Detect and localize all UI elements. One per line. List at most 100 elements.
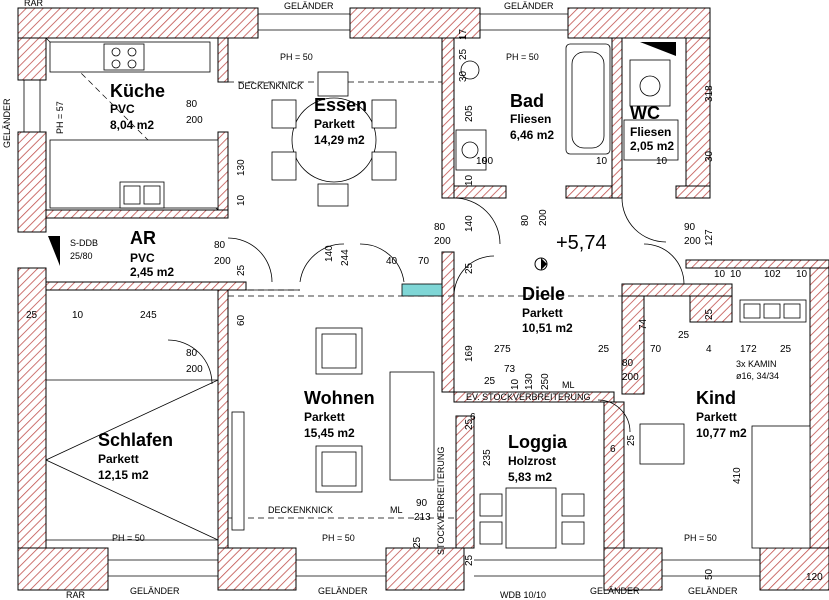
dim-200-b: 200: [538, 209, 549, 226]
label-deckenknick-top: DECKENKNICK: [238, 81, 303, 91]
room-name-bad: Bad: [510, 91, 544, 111]
schlafen-slope: [45, 379, 219, 541]
dim-50: 50: [704, 568, 715, 580]
dim-25-f: 25: [678, 330, 690, 341]
room-area-kueche: 8,04 m2: [110, 118, 154, 132]
dim-kueche-200: 200: [186, 115, 203, 126]
dim-diele-200: 200: [434, 236, 451, 247]
dim-130-b: 130: [524, 373, 535, 390]
dim-25-l: 25: [464, 554, 475, 566]
wall-kind-jog: [689, 295, 733, 323]
dim-244: 244: [340, 249, 351, 266]
dim-200-c: 200: [622, 372, 639, 383]
wall-bad-left: [441, 37, 455, 199]
bath-fixtures: [455, 59, 679, 171]
dim-70: 70: [418, 256, 430, 267]
wall-left-mid: [17, 131, 47, 233]
living-furniture: [231, 327, 435, 531]
dim-10-f: 10: [596, 156, 608, 167]
wall-wc-bottom: [675, 185, 711, 199]
label-rar-top: RAR: [24, 0, 44, 8]
label-deckenknick-bottom: DECKENKNICK: [268, 505, 333, 515]
dim-4: 4: [706, 344, 712, 355]
dim-ar-200: 200: [214, 256, 231, 267]
dim-25-a: 25: [236, 264, 247, 276]
dim-schlafen-80: 80: [186, 348, 198, 359]
dim-25-m: 25: [458, 48, 469, 60]
room-material-diele: Parkett: [522, 306, 563, 320]
kind-furniture: [639, 423, 811, 549]
label-gelaender-bottom-4: GELÄNDER: [688, 586, 738, 596]
label-gelaender-top-2: GELÄNDER: [504, 1, 554, 11]
dim-10-j: 10: [796, 269, 808, 280]
dim-40: 40: [386, 256, 398, 267]
room-name-wc: WC: [630, 103, 660, 123]
label-gelaender-bottom-1: GELÄNDER: [130, 586, 180, 596]
dim-318: 318: [704, 85, 715, 102]
dim-10-a: 10: [236, 194, 247, 206]
wall-ar-top: [45, 209, 229, 219]
room-name-ar: AR: [130, 228, 156, 248]
wall-right-upper: [685, 37, 711, 191]
room-name-diele: Diele: [522, 284, 565, 304]
label-ph50-kind: PH = 50: [684, 533, 717, 543]
window-lines: [23, 13, 760, 577]
room-name-wohnen: Wohnen: [304, 388, 375, 408]
room-area-bad: 6,46 m2: [510, 128, 554, 142]
dim-205: 205: [464, 105, 475, 122]
kitchen-furniture: [49, 41, 219, 209]
dim-25-h: 25: [704, 308, 715, 320]
wall-bottom-4: [603, 547, 663, 591]
dim-25-j: 25: [464, 418, 475, 430]
dim-ar-80: 80: [214, 240, 226, 251]
wall-top-left: [17, 7, 259, 39]
label-kamin-dim: ø16, 34/34: [736, 371, 779, 381]
label-ev-stock: EV. STOCKVERBREITERUNG: [466, 392, 591, 402]
wall-loggia-left: [455, 415, 475, 549]
wall-right-lower: [809, 267, 829, 549]
wall-bottom-3: [385, 547, 465, 591]
room-area-diele: 10,51 m2: [522, 321, 573, 335]
wall-kind-top: [621, 283, 733, 297]
loggia-furniture: [479, 487, 585, 549]
dim-kueche-80: 80: [186, 99, 198, 110]
dim-80-c: 80: [622, 358, 634, 369]
dim-140: 140: [324, 245, 335, 262]
dim-90-b: 90: [482, 156, 494, 167]
label-wdb: WDB 10/10: [500, 590, 546, 600]
wall-top-right: [567, 7, 711, 39]
level-marker: [534, 257, 548, 271]
label-gelaender-bottom-3: GELÄNDER: [590, 586, 640, 596]
dim-410: 410: [732, 467, 743, 484]
bathtub: [565, 43, 611, 155]
dim-25-g: 25: [780, 344, 792, 355]
walls: [17, 7, 829, 591]
room-area-wohnen: 15,45 m2: [304, 426, 355, 440]
dim-275: 275: [494, 344, 511, 355]
room-area-ar: 2,45 m2: [130, 265, 174, 279]
dim-diele-80: 80: [434, 222, 446, 233]
label-ph50-essen: PH = 50: [280, 52, 313, 62]
dim-120: 120: [806, 572, 823, 583]
room-material-kueche: PVC: [110, 102, 135, 116]
wall-loggia-top: [453, 391, 615, 403]
dim-25-k: 25: [412, 536, 423, 548]
wall-bottom-2: [217, 547, 297, 591]
wall-kitchen-mid: [217, 131, 229, 219]
dim-172: 172: [740, 344, 757, 355]
label-gelaender-bottom-2: GELÄNDER: [318, 586, 368, 596]
dim-25-i: 25: [626, 434, 637, 446]
dim-60: 60: [236, 314, 247, 326]
wall-left-top: [17, 37, 47, 81]
dim-17: 17: [458, 28, 469, 40]
dim-25-d: 25: [598, 344, 610, 355]
room-area-essen: 14,29 m2: [314, 133, 365, 147]
dim-80-b: 80: [520, 214, 531, 226]
sddb-marker: [48, 236, 60, 266]
dim-245: 245: [140, 310, 157, 321]
dim-25-b: 25: [26, 310, 38, 321]
dim-30: 30: [458, 70, 469, 82]
dim-6-a: 6: [610, 444, 616, 455]
dim-250: 250: [540, 373, 551, 390]
